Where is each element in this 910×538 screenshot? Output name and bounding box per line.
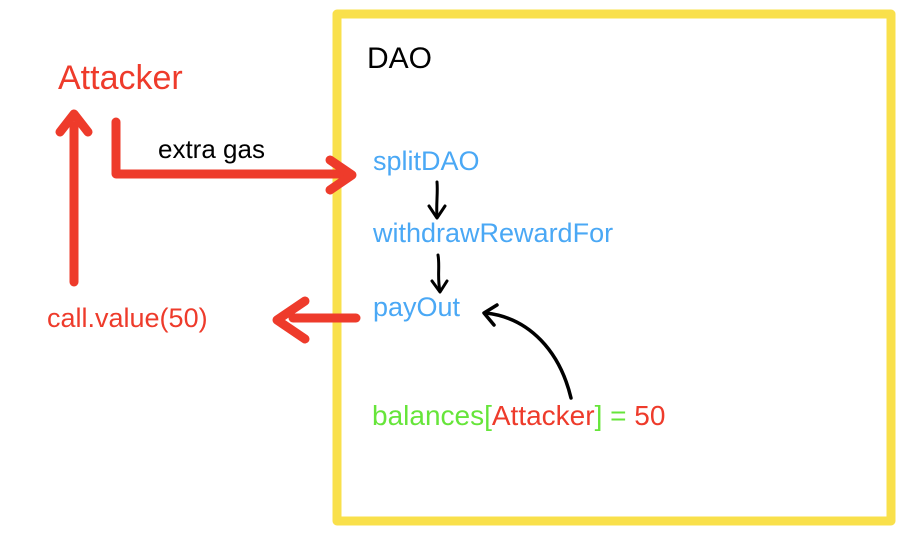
arrow-attacker-to-split <box>111 117 357 195</box>
function-payout: payOut <box>373 292 461 322</box>
balance-statement: balances[Attacker] = 50 <box>372 402 665 430</box>
balance-key: Attacker <box>491 400 595 431</box>
arrow-split-to-withdraw <box>427 180 447 220</box>
function-withdrawrewardfor: withdrawRewardFor <box>373 218 614 248</box>
arrow-call-to-attacker <box>55 109 93 287</box>
attacker-label: Attacker <box>58 59 183 97</box>
balance-open-bracket: [ <box>484 400 492 431</box>
dao-title: DAO <box>367 42 433 75</box>
balance-var-name: balances <box>372 400 485 431</box>
arrow-balance-to-payout <box>482 303 573 400</box>
function-splitdao: splitDAO <box>373 146 480 176</box>
arrow-payout-to-attacker <box>272 296 361 344</box>
balance-close-bracket: ] <box>594 400 603 431</box>
dao-box <box>332 9 896 526</box>
call-value-label: call.value(50) <box>47 303 208 333</box>
extra-gas-label: extra gas <box>158 134 265 164</box>
balance-operator: = <box>602 400 635 431</box>
arrow-withdraw-to-payout <box>430 253 449 294</box>
balance-value: 50 <box>634 400 666 431</box>
